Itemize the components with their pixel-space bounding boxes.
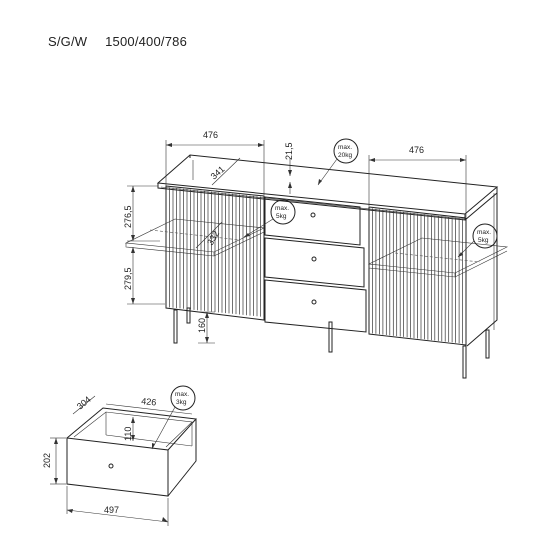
product-dimensions: 1500/400/786 [105, 34, 188, 49]
dimension-drawer-inner-height: 110 [123, 427, 133, 441]
load-badge-drawer: max. 3kg [151, 385, 196, 450]
left-fluted-door [165, 185, 265, 321]
svg-text:max.: max. [477, 229, 491, 236]
dimension-drawer-front-width: 497 [104, 505, 119, 515]
sideboard-drawing [124, 154, 509, 379]
drawer-knob-icon [311, 256, 317, 262]
drawer-2 [264, 237, 365, 288]
dimension-lower-height: 279,5 [123, 267, 133, 290]
right-door-flutes [372, 208, 463, 344]
load-badge-circle [270, 199, 296, 225]
leg [186, 307, 191, 324]
product-code: S/G/W [48, 34, 88, 49]
load-badge-top: max. 20kg [317, 138, 359, 186]
left-glass-shelf [124, 218, 266, 253]
svg-text:5kg: 5kg [478, 237, 489, 244]
dimension-drawer-inner-width: 426 [141, 396, 157, 408]
left-door-flutes [169, 187, 261, 317]
leg [173, 309, 178, 344]
load-badge-shelf-left: max. 5kg [243, 199, 296, 238]
dimension-drawer-depth: 304 [75, 394, 93, 411]
load-badge-shelf-right: max. 5kg [457, 223, 498, 258]
dimension-top-left-width: 476 [203, 130, 218, 140]
dimension-drawer-height: 202 [42, 453, 52, 468]
drawer-knob-icon [310, 212, 316, 218]
dimension-top-right-width: 476 [409, 145, 424, 155]
drawer-detail-drawing: 304 426 110 202 497 max. 3kg [42, 385, 198, 526]
right-glass-shelf [367, 237, 509, 274]
product-code-header: S/G/W 1500/400/786 [48, 34, 187, 49]
dimension-upper-height: 276,5 [123, 205, 133, 228]
right-fluted-door [368, 206, 467, 346]
drawer-knob-icon [108, 463, 114, 469]
sideboard-dimension-lines: 476 476 21,5 341 276,5 279,5 332 [123, 130, 467, 344]
drawer-1 [264, 196, 361, 246]
svg-text:20kg: 20kg [338, 152, 352, 159]
load-badge-circle [170, 385, 196, 411]
sideboard-legs [173, 307, 490, 379]
dimension-top-thickness: 21,5 [284, 142, 294, 160]
sideboard-top [156, 154, 499, 215]
dimension-inner-depth: 341 [209, 164, 227, 181]
drawer-knob-icon [311, 299, 317, 305]
drawer-3 [264, 279, 367, 333]
svg-text:3kg: 3kg [176, 399, 187, 406]
svg-text:max.: max. [338, 144, 352, 151]
leg [462, 345, 467, 379]
svg-text:max.: max. [275, 205, 289, 212]
svg-text:max.: max. [175, 391, 189, 398]
leg [485, 329, 490, 359]
svg-text:5kg: 5kg [276, 213, 287, 220]
drawer-column [264, 196, 367, 333]
load-badge-circle [333, 138, 359, 164]
leg [328, 321, 333, 353]
dimension-leg-height: 160 [197, 318, 207, 333]
load-badge-circle [472, 223, 498, 249]
